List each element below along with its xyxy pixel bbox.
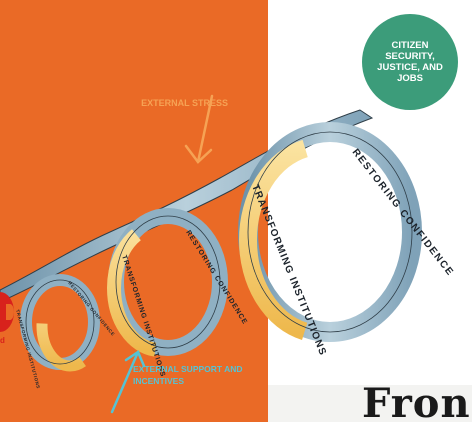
- loop-2-front: [107, 219, 213, 357]
- external-stress-label: EXTERNAL STRESS: [141, 98, 228, 108]
- loop-1-front: [36, 280, 104, 372]
- bottom-text-strip: [268, 385, 472, 422]
- cover-title-fragment: Fron: [362, 380, 471, 427]
- loop-3-outline: [247, 131, 413, 333]
- citizen-security-label: CITIZEN SECURITY, JUSTICE, AND JOBS: [377, 40, 443, 84]
- external-stress-arrow: [184, 94, 214, 164]
- loop-1-outline: [25, 279, 95, 365]
- external-support-arrow: [110, 350, 146, 414]
- citizen-security-goal: CITIZEN SECURITY, JUSTICE, AND JOBS: [362, 14, 458, 110]
- red-logo-inner: [6, 304, 14, 320]
- external-support-label: EXTERNAL SUPPORT AND INCENTIVES: [133, 364, 243, 386]
- logo-fragment-text: d: [0, 336, 5, 345]
- loop-2-outline: [115, 215, 221, 349]
